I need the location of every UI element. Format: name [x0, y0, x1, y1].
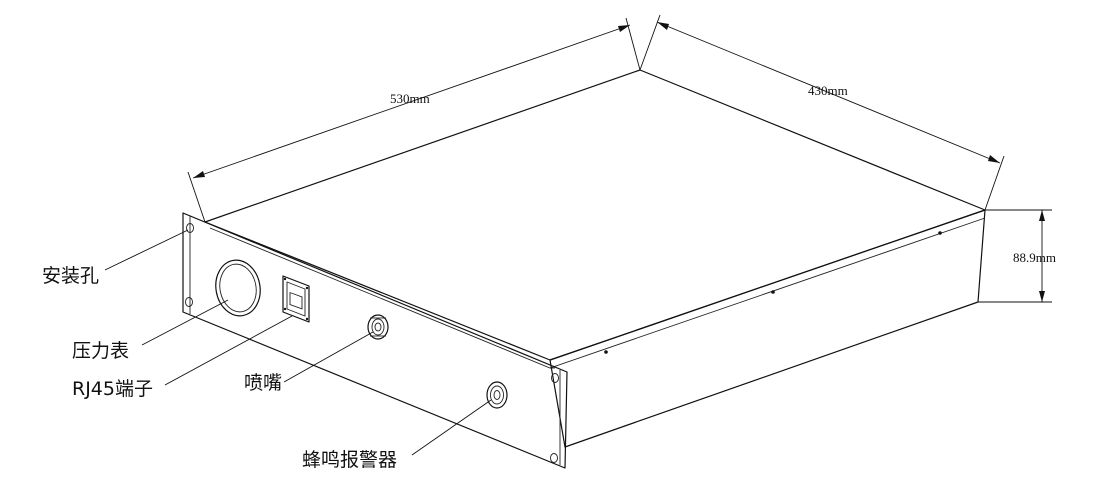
dim-height-label: 88.9mm — [1013, 250, 1056, 265]
dim-width-arrow-right — [988, 155, 1000, 163]
dim-depth-arrow-left — [193, 171, 205, 178]
front-panel — [182, 212, 568, 469]
nozzle-icon — [367, 314, 389, 340]
label-rj45-port: RJ45端子 — [72, 378, 153, 400]
chassis-body — [204, 69, 986, 448]
leader-pressure-gauge — [141, 299, 229, 346]
mounting-hole-bottom-right — [550, 453, 558, 463]
side-rivet-3 — [604, 350, 608, 354]
dim-width-ext-right — [984, 155, 1005, 211]
dim-width-line — [656, 21, 1001, 164]
rj45-port-icon — [282, 275, 310, 323]
right-side-panel — [549, 209, 986, 448]
label-mounting-hole: 安装孔 — [42, 265, 99, 287]
label-pressure-gauge: 压力表 — [72, 340, 129, 362]
dimension-lines — [187, 14, 1052, 303]
dim-depth-ext-right — [625, 17, 641, 71]
label-buzzer-alarm: 蜂鸣报警器 — [302, 449, 397, 471]
dim-height-arrow-bottom — [1039, 291, 1045, 302]
side-rivet-1 — [938, 231, 942, 235]
mounting-hole-top-left — [186, 223, 194, 233]
front-panel-outline — [182, 212, 568, 469]
leader-buzzer — [411, 399, 492, 456]
dim-depth-arrow-right — [618, 25, 630, 32]
top-front-edge — [209, 217, 986, 369]
dim-depth-label: 530mm — [390, 91, 430, 106]
leader-rj45 — [164, 315, 293, 386]
top-panel — [204, 69, 986, 361]
dim-width-label: 430mm — [808, 83, 848, 98]
dim-width-ext-left — [639, 14, 661, 71]
buzzer-alarm-icon — [486, 381, 508, 409]
mounting-hole-bottom-left — [185, 297, 193, 307]
mounting-hole-top-right — [551, 373, 559, 383]
dim-depth-ext-left — [187, 171, 206, 223]
side-rivet-2 — [771, 290, 775, 294]
leader-lines — [104, 229, 492, 456]
dim-depth-line — [192, 24, 631, 179]
leader-nozzle — [283, 331, 374, 383]
leader-mounting-hole — [104, 229, 189, 271]
pressure-gauge-icon — [215, 259, 261, 317]
dim-height-arrow-top — [1039, 210, 1045, 221]
label-nozzle: 喷嘴 — [244, 372, 282, 394]
dim-width-arrow-left — [657, 22, 669, 30]
